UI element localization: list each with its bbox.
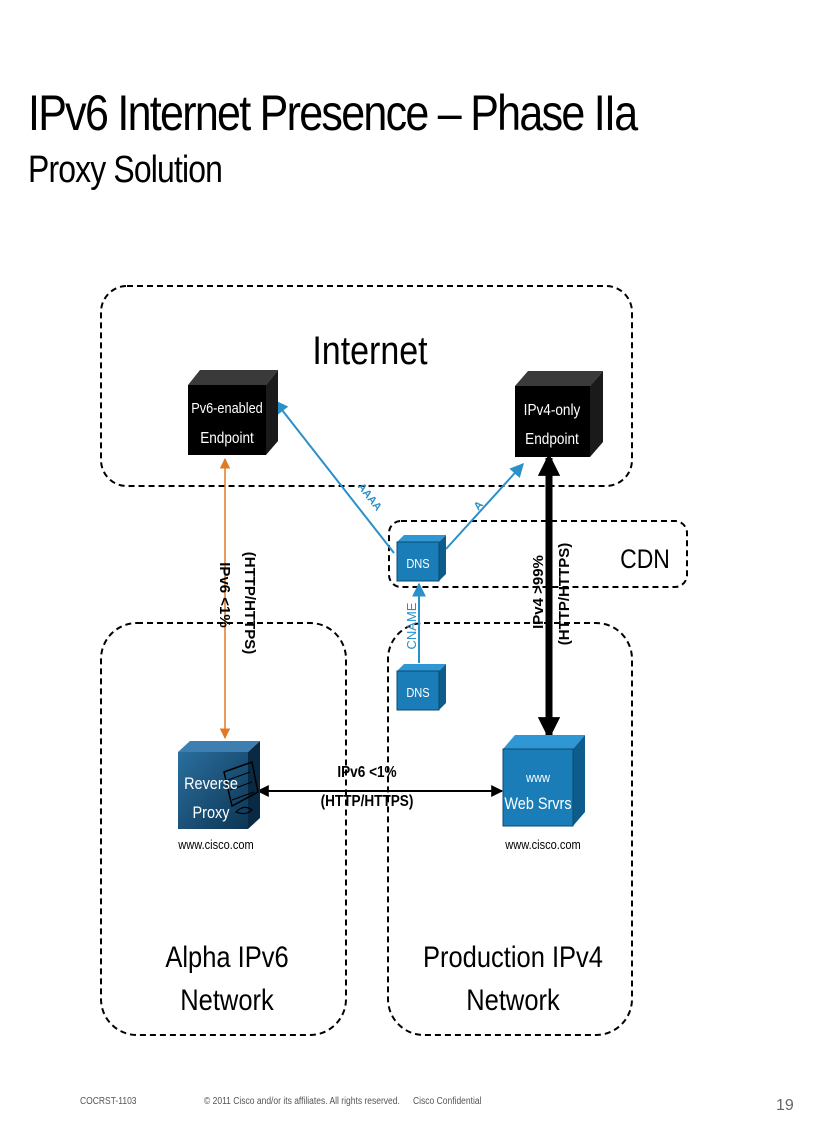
web-servers: www Web Srvrs [502,735,585,827]
ipv6-endpoint-label-1: Pv6-enabled [191,399,263,416]
proxy-link-label-2: (HTTP/HTTPS) [321,793,414,810]
footer-copyright: © 2011 Cisco and/or its affiliates. All … [204,1096,400,1107]
ipv4-endpoint-label-2: Endpoint [525,431,579,448]
reverse-proxy-host: www.cisco.com [177,837,253,852]
dns-internal-label: DNS [406,685,429,700]
alpha-label-line1: Alpha IPv6 [165,940,288,973]
production-ipv4-region [387,622,633,1036]
proxy-icon [223,761,259,815]
dns-cdn-server: DNS [396,535,446,582]
a-label: A [472,499,486,513]
alpha-label-line2: Network [180,983,274,1016]
alpha-ipv6-region [100,622,347,1036]
cname-label: CNAME [404,602,419,649]
footer-confidential: Cisco Confidential [413,1096,482,1107]
dns-cdn-label: DNS [406,556,429,571]
production-label-line1: Production IPv4 [423,940,603,973]
web-srvrs-host: www.cisco.com [504,837,580,852]
proxy-link-label-1: IPv6 <1% [337,764,396,781]
ipv4-internet-label-1: IPv4 >99% [530,555,547,629]
page-title: IPv6 Internet Presence – Phase IIa [28,85,638,141]
ipv6-endpoint: Pv6-enabled Endpoint [188,370,278,455]
ipv6-internet-label-1: IPv6 <1% [216,562,233,627]
page-number: 19 [776,1097,794,1114]
footer-code: COCRST-1103 [80,1096,137,1107]
internet-region [100,285,633,487]
page-subtitle: Proxy Solution [28,149,223,191]
ipv6-internet-label-2: (HTTP/HTTPS) [241,552,258,655]
aaaa-link [274,399,395,554]
a-link [445,462,524,550]
ipv6-endpoint-label-2: Endpoint [200,430,254,447]
web-srvrs-label-2: Web Srvrs [504,795,571,813]
ipv4-endpoint: IPv4-only Endpoint [515,371,603,457]
internet-label: Internet [312,327,428,372]
cdn-label: CDN [620,544,670,574]
reverse-proxy: Reverse Proxy [178,741,260,829]
reverse-proxy-label-1: Reverse [184,775,238,793]
dns-internal-server: DNS [396,664,446,711]
web-srvrs-label-1: www [525,770,550,785]
production-label-line2: Network [466,983,560,1016]
ipv4-internet-label-2: (HTTP/HTTPS) [556,543,573,646]
ipv4-endpoint-label-1: IPv4-only [524,402,581,419]
reverse-proxy-label-2: Proxy [193,804,230,822]
